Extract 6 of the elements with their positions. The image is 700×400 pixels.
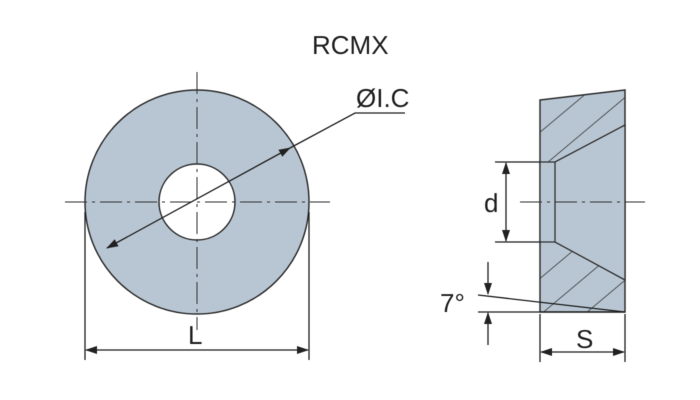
drawing-title: RCMX xyxy=(312,32,389,58)
dimension-label: S xyxy=(576,326,594,352)
dimension-label: L xyxy=(188,322,202,348)
dimension-label: d xyxy=(484,190,498,216)
dimension-label: 7° xyxy=(440,290,465,316)
dimension-label: ØI.C xyxy=(356,85,410,111)
